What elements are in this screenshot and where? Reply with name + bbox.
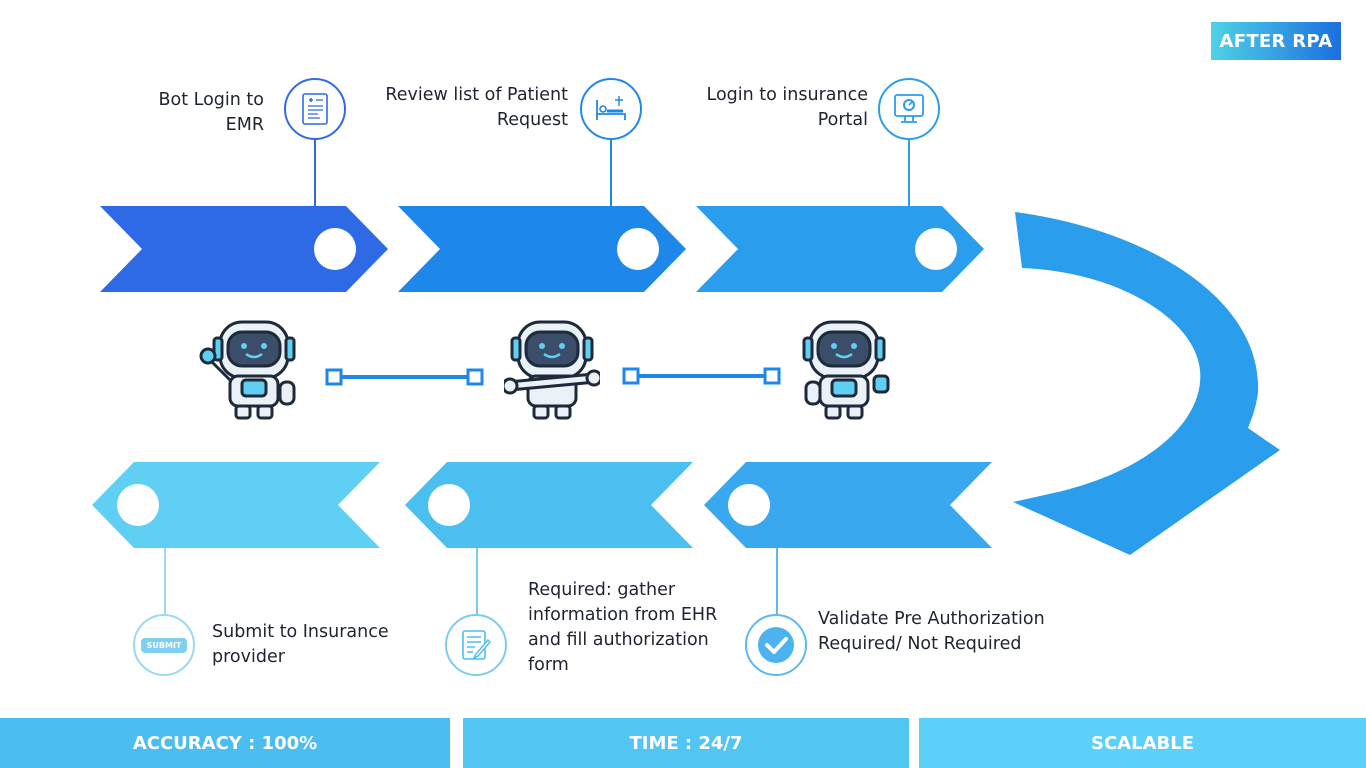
step-3-label: Login to insurance Portal: [707, 83, 868, 133]
step-5-label-line: Required: gather: [528, 580, 676, 600]
footer-accuracy: ACCURACY : 100%: [0, 718, 450, 768]
computer-monitor-icon: [894, 94, 924, 123]
step-3-label-line: Login to insurance: [706, 85, 868, 105]
step-1-label: Bot Login to EMR: [159, 88, 264, 138]
step-5-icon-circle: [445, 614, 507, 676]
step-1-label-line: Bot Login to: [158, 90, 264, 110]
robot-wrench-icon: [504, 320, 600, 420]
step-5-label-line: and fill authorization: [528, 630, 709, 650]
step-1-icon-circle: [284, 78, 346, 140]
chevron-dot-6: [117, 484, 159, 526]
step-4-label-line: Required/ Not Required: [818, 634, 1022, 654]
step-2-label-line: Review list of Patient: [385, 85, 568, 105]
medical-record-icon: [302, 93, 328, 125]
checkmark-icon: [758, 627, 794, 663]
after-rpa-badge: AFTER RPA: [1211, 22, 1341, 60]
chevron-step-1: [100, 206, 388, 292]
chevron-step-2: [398, 206, 686, 292]
step-4-icon-circle: [745, 614, 807, 676]
chevron-dot-3: [915, 228, 957, 270]
step-3-icon-circle: [878, 78, 940, 140]
footer-scalable: SCALABLE: [919, 718, 1366, 768]
step-5-connector: [476, 548, 478, 614]
step-5-label: Required: gather information from EHR an…: [528, 578, 717, 678]
step-3-label-line: Portal: [817, 110, 868, 130]
step-1-connector: [314, 140, 316, 206]
step-4-connector: [776, 548, 778, 614]
robot-thumbs-up-icon: [802, 320, 890, 420]
step-6-label-line: provider: [212, 647, 285, 667]
step-1-label-line: EMR: [225, 115, 264, 135]
chevron-dot-1: [314, 228, 356, 270]
submit-icon: SUBMIT: [140, 637, 188, 653]
chevron-dot-2: [617, 228, 659, 270]
step-6-label: Submit to Insurance provider: [212, 620, 389, 670]
step-2-label: Review list of Patient Request: [385, 83, 568, 133]
chevron-step-4: [704, 462, 992, 548]
step-6-connector: [164, 548, 166, 614]
step-2-icon-circle: [580, 78, 642, 140]
form-edit-icon: [462, 630, 491, 660]
step-2-connector: [610, 140, 612, 206]
curved-arrow: [1013, 212, 1280, 555]
step-5-label-line: information from EHR: [528, 605, 718, 625]
step-6-label-line: Submit to Insurance: [212, 622, 389, 642]
chevron-step-6: [92, 462, 380, 548]
step-4-label: Validate Pre Authorization Required/ Not…: [818, 607, 1045, 657]
robot-waving-icon: [199, 320, 296, 420]
chevron-dot-4: [728, 484, 770, 526]
chevron-dot-5: [428, 484, 470, 526]
chevron-step-5: [405, 462, 693, 548]
step-6-icon-circle: SUBMIT: [133, 614, 195, 676]
step-4-label-line: Validate Pre Authorization: [818, 609, 1045, 629]
step-3-connector: [908, 140, 910, 206]
step-2-label-line: Request: [496, 110, 568, 130]
chevron-step-3: [696, 206, 984, 292]
hospital-bed-icon: [596, 96, 626, 120]
step-5-label-line: form: [528, 655, 569, 675]
footer-time: TIME : 24/7: [463, 718, 909, 768]
